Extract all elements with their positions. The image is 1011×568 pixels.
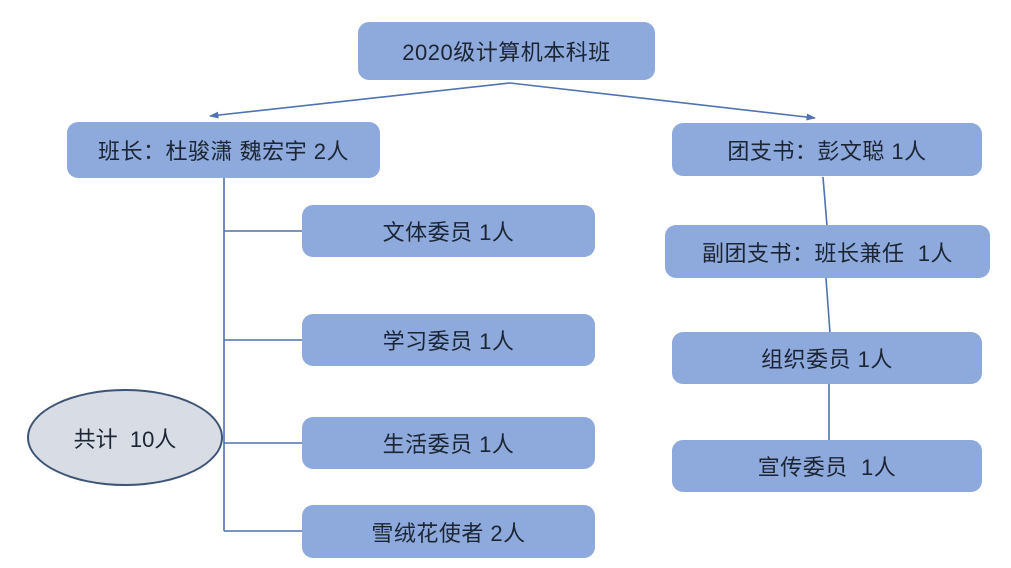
arrow-root-to-monitor (209, 82, 511, 119)
node-life-committee: 生活委员 1人 (302, 417, 595, 469)
node-organization-committee: 组织委员 1人 (672, 332, 982, 384)
node-class-monitor-label: 班长：杜骏潇 魏宏宇 2人 (98, 139, 349, 164)
node-study-committee: 学习委员 1人 (302, 314, 595, 366)
node-publicity-committee-label: 宣传委员 1人 (757, 455, 897, 480)
node-organization-committee-label: 组织委员 1人 (761, 347, 893, 372)
node-edelweiss-ambassador-label: 雪绒花使者 2人 (371, 520, 526, 546)
arrow-root-to-league-secretary (509, 82, 816, 121)
node-class-root-label: 2020级计算机本科班 (402, 40, 611, 65)
node-sports-committee: 文体委员 1人 (302, 205, 595, 257)
node-edelweiss-ambassador: 雪绒花使者 2人 (302, 505, 595, 558)
total-count-label: 共计 10人 (73, 426, 177, 452)
node-league-secretary: 团支书：彭文聪 1人 (672, 123, 982, 176)
node-deputy-league-secretary: 副团支书：班长兼任 1人 (665, 225, 990, 278)
node-life-committee-label: 生活委员 1人 (382, 432, 515, 457)
node-sports-committee-label: 文体委员 1人 (382, 220, 515, 245)
total-count-ellipse: 共计 10人 (27, 389, 223, 486)
node-study-committee-label: 学习委员 1人 (382, 329, 515, 354)
node-deputy-league-secretary-label: 副团支书：班长兼任 1人 (702, 240, 953, 266)
node-league-secretary-label: 团支书：彭文聪 1人 (727, 138, 927, 164)
node-publicity-committee: 宣传委员 1人 (672, 440, 982, 492)
node-class-monitor: 班长：杜骏潇 魏宏宇 2人 (67, 122, 380, 178)
node-class-root: 2020级计算机本科班 (358, 22, 655, 80)
right-connector-2 (825, 277, 831, 334)
right-connector-1 (822, 176, 828, 227)
